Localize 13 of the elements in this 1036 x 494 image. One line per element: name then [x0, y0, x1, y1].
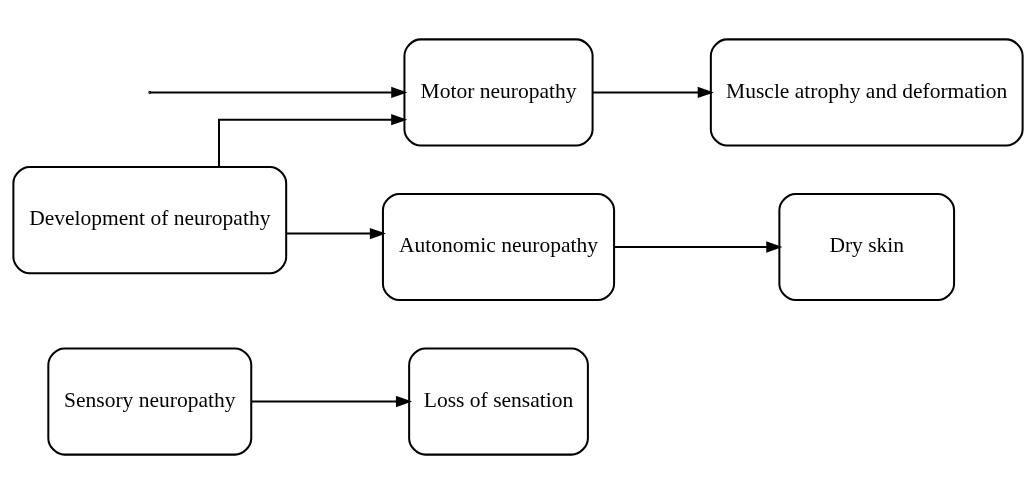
node-box: Sensory neuropathy [47, 347, 253, 456]
arrow [286, 227, 386, 240]
node-box: Development of neuropathy [12, 166, 288, 275]
arrow [251, 395, 413, 408]
node-box: Muscle atrophy and deformation [709, 38, 1024, 147]
node-box: Motor neuropathy [403, 38, 594, 147]
arrow [592, 86, 714, 99]
arrow [150, 86, 408, 99]
arrow [614, 241, 783, 253]
node-box: Autonomic neuropathy [381, 192, 616, 302]
node-box: Loss of sensation [408, 347, 589, 456]
arrow [218, 114, 408, 167]
node-box: Dry skin [778, 192, 956, 302]
